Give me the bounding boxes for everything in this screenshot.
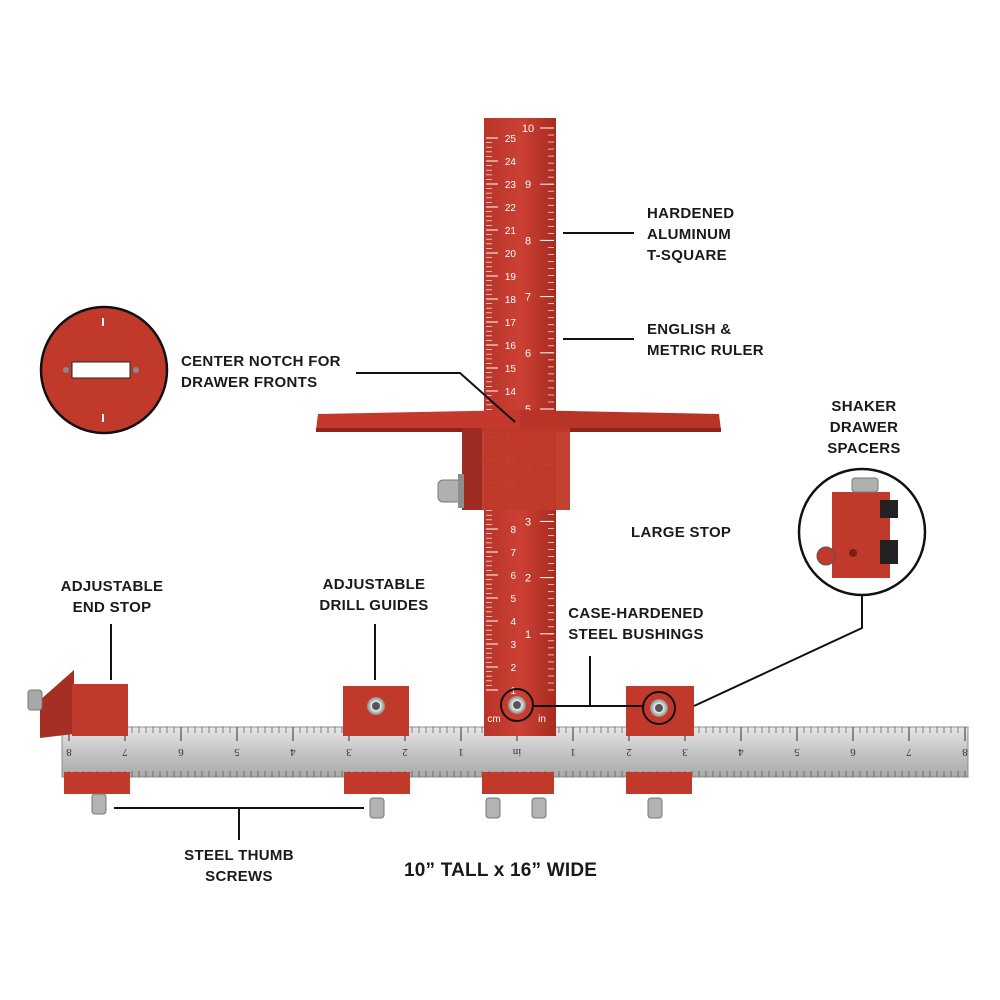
ruler-tick-label: 3 (346, 746, 352, 758)
cm-tick-label: 25 (505, 134, 517, 145)
label-thumb-screws: STEEL THUMB SCREWS (184, 847, 294, 885)
ruler-tick-label: 6 (178, 746, 184, 758)
leader-lines (110, 232, 863, 840)
drill-guide-left (343, 686, 409, 736)
ruler-tick-label: 4 (738, 746, 744, 758)
cm-tick-label: 8 (510, 525, 516, 536)
ruler-tick-label: 8 (66, 746, 72, 758)
cm-tick-label: 2 (510, 663, 516, 674)
ruler-tick-label: 5 (234, 746, 240, 758)
in-unit-label: in (538, 714, 546, 725)
t-square-crossbar (316, 410, 520, 430)
cm-tick-label: 24 (505, 157, 517, 168)
inch-tick-label: 9 (525, 179, 531, 191)
center-notch-inset (39, 305, 169, 435)
inch-tick-label: 6 (525, 348, 531, 360)
ruler-tick-label: 2 (626, 746, 632, 758)
ruler-tick-label: 4 (290, 746, 296, 758)
label-dimensions: 10” TALL x 16” WIDE (404, 860, 598, 881)
ruler-tick-label: 6 (850, 746, 856, 758)
drill-guide-right (626, 686, 694, 736)
cm-tick-label: 16 (505, 341, 517, 352)
cm-tick-label: 4 (510, 617, 516, 628)
label-steel-bushings: CASE-HARDENED STEEL BUSHINGS (568, 605, 704, 643)
cm-tick-label: 22 (505, 203, 517, 214)
cm-tick-label: 1 (510, 686, 516, 697)
cm-tick-label: 14 (505, 387, 517, 398)
cm-tick-label: 6 (510, 571, 516, 582)
cm-tick-label: 20 (505, 249, 517, 260)
ruler-tick-label: 3 (682, 746, 688, 758)
cm-tick-label: 15 (505, 364, 517, 375)
cm-tick-label: 3 (510, 640, 516, 651)
inch-tick-label: 5 (525, 404, 531, 416)
shaker-spacers-inset (797, 467, 927, 597)
cm-tick-label: 18 (505, 295, 517, 306)
cm-tick-label: 23 (505, 180, 517, 191)
ruler-tick-label: 1 (570, 746, 576, 758)
ruler-tick-label: 8 (962, 746, 968, 758)
ruler-tick-label: 2 (402, 746, 408, 758)
inch-tick-label: 10 (522, 123, 534, 135)
t-square: 2524232221201918171615141312111098765432… (316, 118, 721, 736)
inch-tick-label: 8 (525, 235, 531, 247)
inch-tick-label: 1 (525, 629, 531, 641)
label-aluminum-tsquare: HARDENED ALUMINUM T-SQUARE (647, 205, 735, 264)
cm-tick-label: 19 (505, 272, 517, 283)
steel-ruler-labels: 8 7 6 5 4 3 2 1 in 1 2 3 4 5 6 7 8 (66, 746, 968, 758)
ruler-tick-label: 7 (906, 746, 912, 758)
label-center-notch: CENTER NOTCH FOR DRAWER FRONTS (181, 353, 341, 391)
ruler-tick-label: 7 (122, 746, 128, 758)
label-english-metric-ruler: ENGLISH & METRIC RULER (647, 321, 764, 359)
ruler-center-label: in (512, 746, 521, 758)
thumb-screw-clamps (64, 772, 692, 819)
ruler-tick-label: 5 (794, 746, 800, 758)
cm-unit-label: cm (487, 714, 500, 725)
inch-tick-label: 2 (525, 573, 531, 585)
inch-tick-label: 3 (525, 516, 531, 528)
cm-tick-label: 7 (510, 548, 516, 559)
leader-shaker (693, 596, 863, 707)
label-large-stop: LARGE STOP (631, 524, 732, 541)
ruler-tick-label: 1 (458, 746, 464, 758)
label-drill-guides: ADJUSTABLE DRILL GUIDES (319, 576, 429, 614)
label-shaker-spacers: SHAKER DRAWER SPACERS (827, 398, 901, 457)
cm-tick-label: 17 (505, 318, 517, 329)
label-end-stop: ADJUSTABLE END STOP (60, 578, 164, 616)
leader-center-notch (356, 372, 516, 423)
adjustable-end-stop (27, 670, 128, 738)
inch-tick-label: 7 (525, 292, 531, 304)
cm-tick-label: 5 (510, 594, 516, 605)
cm-tick-label: 21 (505, 226, 517, 237)
